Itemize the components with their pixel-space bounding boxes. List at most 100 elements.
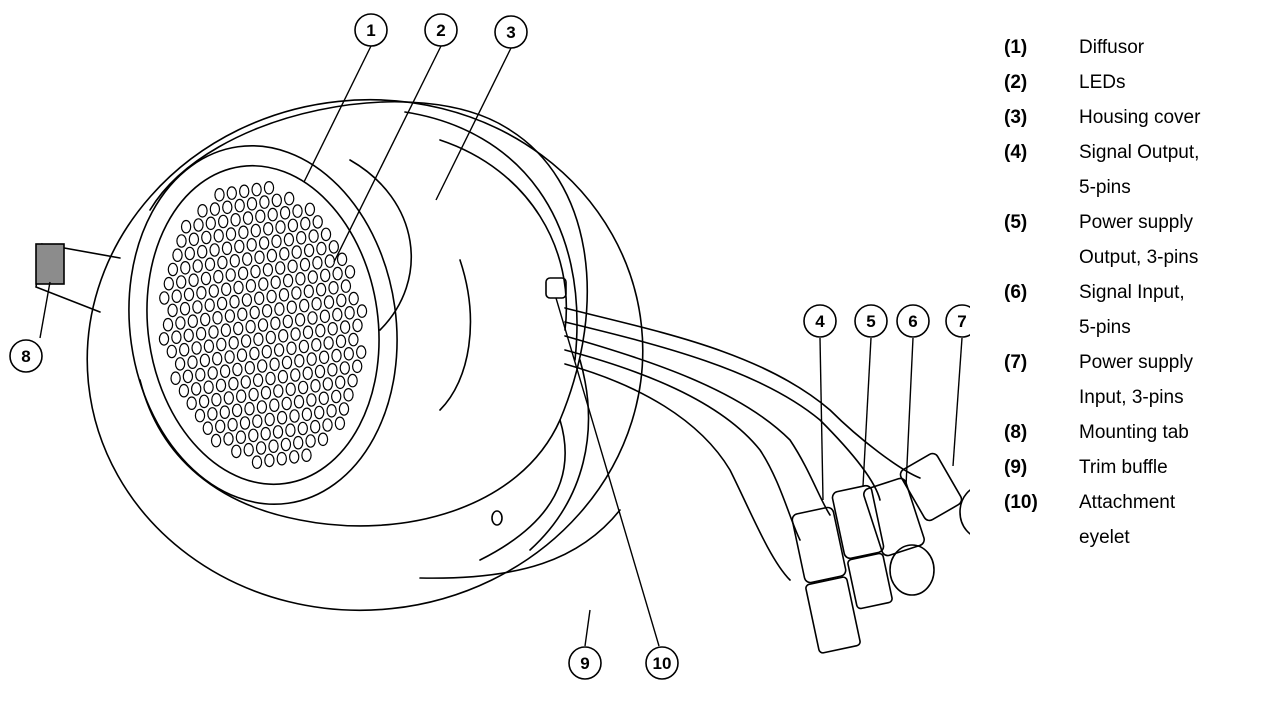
led bbox=[287, 259, 298, 274]
led bbox=[310, 378, 321, 393]
led bbox=[222, 200, 233, 215]
led bbox=[347, 373, 358, 388]
led bbox=[282, 273, 294, 288]
led bbox=[187, 314, 198, 328]
led bbox=[241, 293, 253, 307]
led bbox=[292, 204, 303, 218]
led bbox=[239, 416, 251, 430]
led bbox=[283, 232, 295, 247]
led bbox=[200, 271, 212, 286]
led bbox=[208, 325, 219, 339]
led bbox=[326, 403, 337, 418]
led bbox=[344, 265, 356, 279]
led bbox=[352, 318, 363, 333]
led bbox=[304, 202, 316, 217]
led bbox=[192, 259, 203, 273]
led bbox=[205, 216, 216, 231]
led bbox=[167, 303, 178, 318]
led bbox=[286, 341, 297, 356]
led bbox=[252, 414, 263, 428]
led bbox=[207, 407, 218, 421]
led bbox=[246, 197, 258, 211]
led bbox=[217, 255, 228, 270]
led bbox=[204, 257, 216, 272]
led bbox=[221, 241, 233, 256]
led bbox=[244, 360, 255, 375]
led bbox=[183, 287, 195, 302]
led bbox=[248, 387, 259, 402]
callout-9: 9 bbox=[568, 646, 602, 680]
led bbox=[238, 225, 249, 240]
callout-2: 2 bbox=[424, 13, 458, 47]
led bbox=[232, 362, 243, 377]
led bbox=[289, 409, 300, 423]
led bbox=[199, 353, 211, 368]
led bbox=[271, 193, 282, 208]
led bbox=[209, 202, 221, 216]
led bbox=[197, 204, 208, 218]
led bbox=[162, 317, 174, 332]
led bbox=[182, 369, 194, 384]
led bbox=[254, 291, 265, 306]
led bbox=[327, 321, 338, 336]
led bbox=[348, 332, 359, 347]
led bbox=[291, 286, 302, 300]
led bbox=[308, 229, 319, 243]
led bbox=[339, 361, 350, 375]
led bbox=[298, 339, 310, 354]
svg-text:4: 4 bbox=[815, 312, 825, 331]
led bbox=[315, 282, 327, 297]
led bbox=[194, 408, 206, 423]
led bbox=[332, 307, 343, 322]
led bbox=[252, 373, 264, 387]
led bbox=[249, 346, 260, 361]
led bbox=[291, 245, 302, 259]
led bbox=[180, 260, 191, 275]
led bbox=[284, 191, 295, 206]
led bbox=[275, 220, 286, 234]
led bbox=[257, 359, 268, 373]
led bbox=[307, 311, 318, 325]
led bbox=[231, 444, 242, 459]
led bbox=[285, 423, 296, 437]
led bbox=[243, 442, 254, 457]
led bbox=[245, 278, 257, 293]
led bbox=[328, 240, 339, 254]
led bbox=[224, 309, 236, 323]
led bbox=[322, 377, 333, 391]
led bbox=[301, 407, 313, 422]
led bbox=[259, 195, 270, 209]
led bbox=[180, 219, 192, 234]
led bbox=[331, 389, 342, 404]
led bbox=[248, 428, 259, 443]
led bbox=[203, 339, 215, 353]
led bbox=[215, 378, 227, 393]
svg-text:1: 1 bbox=[366, 21, 375, 40]
svg-text:3: 3 bbox=[506, 23, 515, 42]
led bbox=[254, 250, 265, 265]
diffusor bbox=[128, 144, 398, 506]
led bbox=[323, 336, 334, 350]
led bbox=[316, 241, 327, 256]
led bbox=[207, 366, 218, 380]
led bbox=[246, 238, 257, 252]
led bbox=[235, 430, 247, 444]
led bbox=[302, 366, 313, 381]
connector-5 bbox=[831, 484, 885, 560]
callout-10: 10 bbox=[645, 646, 679, 680]
led bbox=[266, 289, 277, 304]
led bbox=[229, 253, 240, 268]
led bbox=[258, 277, 269, 291]
led bbox=[339, 320, 351, 334]
led bbox=[245, 319, 256, 334]
led bbox=[179, 301, 191, 316]
led bbox=[176, 234, 187, 248]
led bbox=[336, 252, 348, 267]
led bbox=[272, 425, 284, 439]
led bbox=[303, 284, 314, 299]
led bbox=[175, 316, 186, 330]
connector-4 bbox=[791, 506, 847, 584]
parts-legend: (1)Diffusor (2)LEDs (3)Housing cover (4)… bbox=[1004, 30, 1262, 555]
led bbox=[251, 182, 262, 197]
